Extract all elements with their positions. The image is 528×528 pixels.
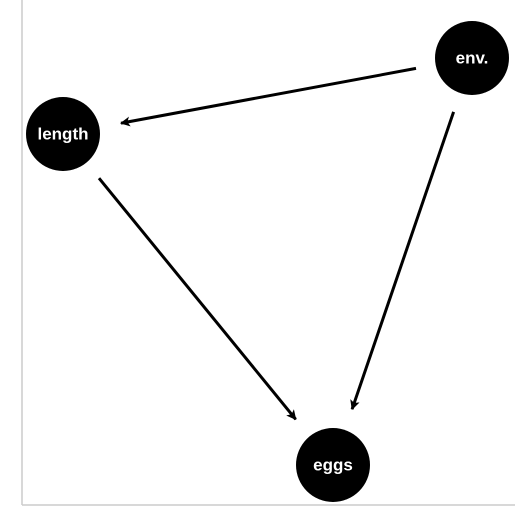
nodes-layer: env. length eggs (26, 21, 509, 502)
node-env-circle (435, 21, 509, 95)
node-eggs-label: eggs (313, 456, 353, 475)
node-eggs-circle (296, 428, 370, 502)
node-length-circle (26, 97, 100, 171)
node-eggs[interactable]: eggs (296, 428, 370, 502)
node-env-label: env. (456, 49, 489, 68)
edge-env-to-eggs (350, 111, 456, 411)
edge-length-to-eggs (97, 177, 297, 421)
edges-layer (97, 66, 456, 421)
node-length-label: length (38, 125, 89, 144)
node-env[interactable]: env. (435, 21, 509, 95)
node-length[interactable]: length (26, 97, 100, 171)
edge-env-to-length (120, 66, 417, 127)
